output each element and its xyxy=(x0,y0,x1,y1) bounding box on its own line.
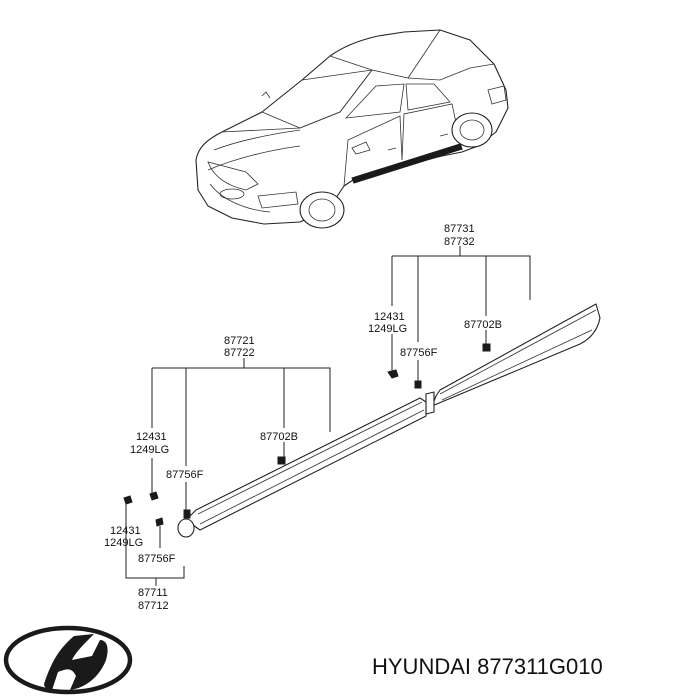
label-end-screw-1: 12431 xyxy=(110,525,141,537)
label-rear-screw-1: 12431 xyxy=(374,311,405,323)
tape-pad-front xyxy=(277,456,286,465)
label-front-moulding-1: 87721 xyxy=(224,335,255,347)
label-rear-screw-2: 1249LG xyxy=(368,323,407,335)
label-front-tape: 87702B xyxy=(260,431,298,443)
label-rear-tape: 87702B xyxy=(464,319,502,331)
label-end-piece-2: 87712 xyxy=(138,600,169,612)
label-front-moulding-2: 87722 xyxy=(224,347,255,359)
front-door-moulding xyxy=(177,397,427,538)
screw-front xyxy=(149,491,159,501)
brand-name: HYUNDAI xyxy=(372,654,472,679)
hyundai-logo-icon xyxy=(3,625,133,695)
label-end-clip: 87756F xyxy=(138,553,176,565)
label-front-screw-1: 12431 xyxy=(136,431,167,443)
leader-lines xyxy=(125,246,531,586)
fasteners xyxy=(123,343,491,527)
clip-end xyxy=(155,517,164,527)
tape-pad-rear xyxy=(482,343,491,352)
part-number: 877311G010 xyxy=(477,654,603,679)
label-end-piece-1: 87711 xyxy=(138,587,168,599)
label-rear-moulding-1: 87731 xyxy=(444,223,475,235)
rear-door-moulding xyxy=(425,303,601,415)
callout-labels: 87731 87732 12431 1249LG 87702B 87756F 8… xyxy=(104,223,502,612)
label-rear-clip: 87756F xyxy=(400,347,438,359)
label-rear-moulding-2: 87732 xyxy=(444,236,475,248)
screw-end xyxy=(123,495,133,505)
clip-front xyxy=(183,509,191,519)
label-front-screw-2: 1249LG xyxy=(130,444,169,456)
label-front-clip: 87756F xyxy=(166,469,204,481)
car-illustration xyxy=(195,29,509,229)
part-caption: HYUNDAI 877311G010 xyxy=(372,650,692,684)
screw-rear xyxy=(387,369,399,379)
clip-rear xyxy=(414,380,422,389)
label-end-screw-2: 1249LG xyxy=(104,537,143,549)
